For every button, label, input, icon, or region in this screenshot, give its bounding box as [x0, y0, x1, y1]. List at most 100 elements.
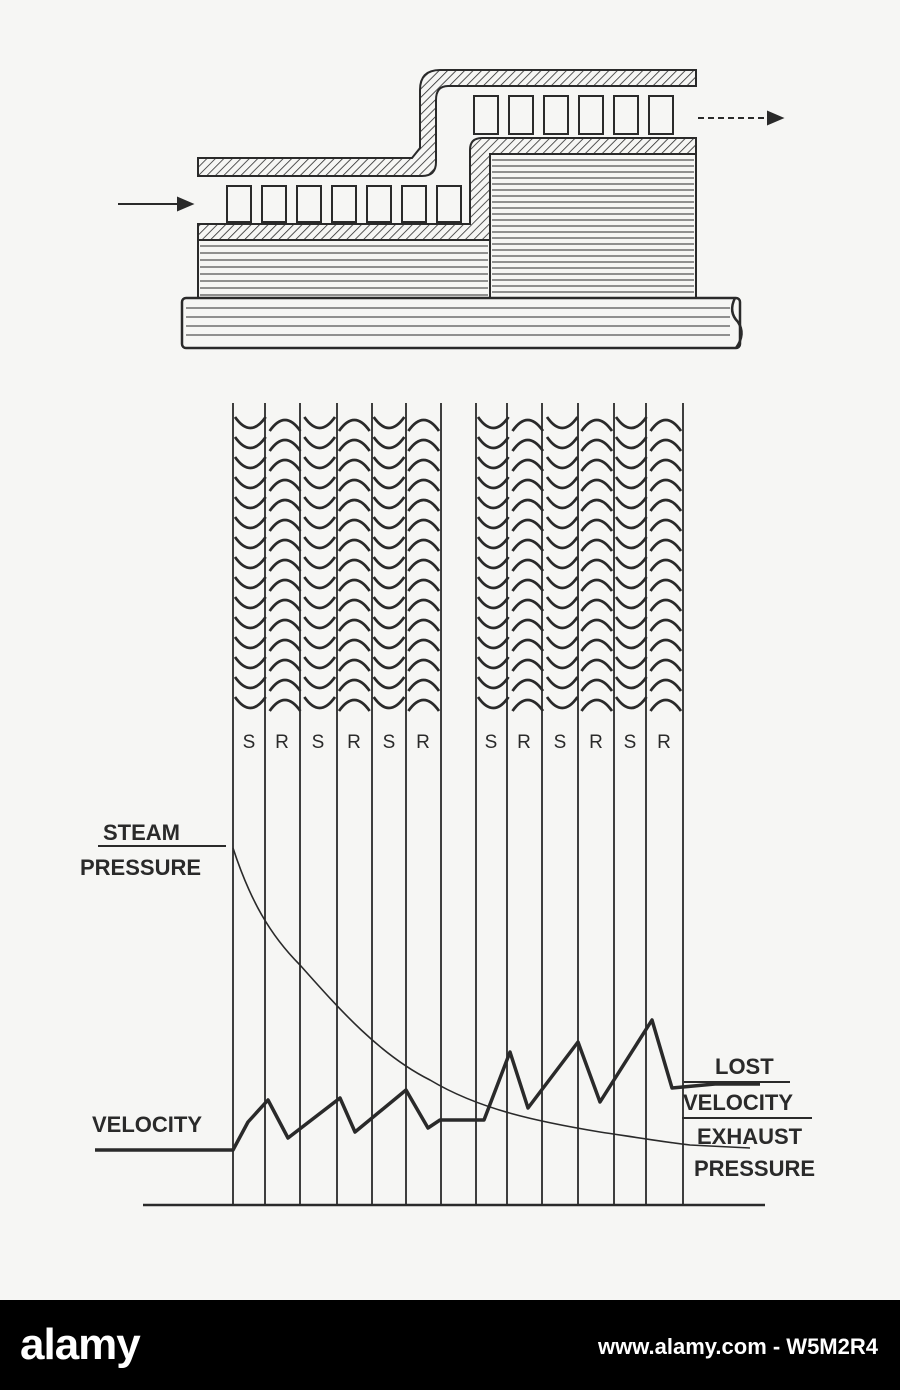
blade-profile-arc	[372, 656, 406, 670]
blade-profile-arc	[303, 556, 337, 570]
stage-label: S	[312, 732, 325, 753]
stage-label: R	[275, 732, 289, 753]
blade-profile-arc	[407, 518, 441, 532]
blade-profile-arc	[407, 558, 441, 572]
blade-profile-arc	[511, 418, 545, 432]
blade-profile-arc	[337, 638, 371, 652]
blade-profile-arc	[303, 456, 337, 470]
blade-profile-arc	[580, 598, 614, 612]
blade-profile-arc	[372, 636, 406, 650]
blade-profile-arc	[407, 538, 441, 552]
blade-profile-arc	[511, 558, 545, 572]
blade-profile-arc	[649, 618, 683, 632]
blade-profile-arc	[580, 438, 614, 452]
blade-profile-arc	[614, 436, 648, 450]
blade-profile-arc	[476, 636, 510, 650]
blade-profile-arc	[407, 658, 441, 672]
stage-label: S	[554, 732, 567, 753]
blade-profile-arc	[476, 456, 510, 470]
blade-profile-arc	[649, 578, 683, 592]
rotor-body-left	[197, 239, 491, 299]
blade-profile-arc	[476, 576, 510, 590]
blade-profile-arc	[372, 476, 406, 490]
blade-profile-arc	[233, 456, 267, 470]
blade-profile-arc	[372, 596, 406, 610]
blade-profile-arc	[372, 416, 406, 430]
casing	[197, 69, 697, 177]
blade-profile-arc	[268, 678, 302, 692]
blade-profile-arc	[268, 498, 302, 512]
blade-profile-arc	[372, 496, 406, 510]
blade-profile-arc	[545, 496, 579, 510]
stage-label: R	[589, 732, 603, 753]
blade-profile-arc	[511, 578, 545, 592]
blade-second-stage	[473, 95, 499, 135]
blade-profile-arc	[614, 676, 648, 690]
exhaust-pressure-label: PRESSURE	[694, 1156, 815, 1181]
footer-logo: alamy	[20, 1320, 141, 1369]
blade-profile-arc	[476, 556, 510, 570]
blade-profile-arc	[268, 658, 302, 672]
velocity-label: VELOCITY	[92, 1112, 202, 1137]
stage-label: R	[517, 732, 531, 753]
blade-first-stage	[401, 185, 427, 223]
blade-profile-arc	[511, 458, 545, 472]
blade-profile-arc	[476, 616, 510, 630]
blade-profile-arc	[476, 596, 510, 610]
blade-profile-arc	[337, 578, 371, 592]
stage-label: R	[657, 732, 671, 753]
blade-profile-arc	[511, 438, 545, 452]
blade-profile-arc	[268, 598, 302, 612]
blade-profile-arc	[372, 576, 406, 590]
blade-second-stage	[648, 95, 674, 135]
blade-profile-arc	[337, 518, 371, 532]
blade-second-stage	[613, 95, 639, 135]
blade-profile-arc	[372, 456, 406, 470]
blade-rows-top	[226, 95, 674, 223]
blade-profile-arc	[511, 498, 545, 512]
blade-profile-arc	[372, 616, 406, 630]
blade-profile-arc	[233, 696, 267, 710]
blade-profile-arc	[233, 616, 267, 630]
blade-profile-arc	[337, 698, 371, 712]
blade-profile-arc	[476, 656, 510, 670]
blade-profile-arc	[545, 636, 579, 650]
blade-profile-arc	[337, 498, 371, 512]
blade-profile-arc	[303, 496, 337, 510]
blade-second-stage	[543, 95, 569, 135]
blade-profile-arc	[407, 698, 441, 712]
blade-profile-arc	[545, 436, 579, 450]
blade-profile-arc	[268, 518, 302, 532]
blade-profile-arc	[649, 478, 683, 492]
stage-label: R	[347, 732, 361, 753]
blade-profile-arc	[233, 596, 267, 610]
blade-profile-arc	[580, 658, 614, 672]
blade-profile-arc	[649, 658, 683, 672]
blade-profile-arc	[614, 516, 648, 530]
steam-label: STEAM	[103, 820, 180, 845]
blade-profile-arc	[545, 476, 579, 490]
blade-first-stage	[331, 185, 357, 223]
blade-profile-arc	[303, 636, 337, 650]
blade-profile-arc	[407, 578, 441, 592]
labels: STEAM PRESSURE VELOCITY LOST VELOCITY EX…	[80, 820, 815, 1181]
steam-pressure-curve	[232, 847, 751, 1149]
blade-profile-arc	[372, 676, 406, 690]
blade-profile-arc	[337, 618, 371, 632]
blade-profile-arc	[233, 416, 267, 430]
blade-profile-arc	[268, 698, 302, 712]
blade-profile-arc	[580, 638, 614, 652]
blade-profile-arc	[303, 476, 337, 490]
blade-profile-arc	[337, 558, 371, 572]
blade-profile-arc	[303, 536, 337, 550]
blade-profile-arc	[233, 656, 267, 670]
blade-profile-arc	[337, 458, 371, 472]
blade-profile-arc	[233, 636, 267, 650]
blade-profile-arc	[614, 576, 648, 590]
blade-profile-arc	[649, 458, 683, 472]
blade-profile-arc	[337, 658, 371, 672]
blade-profile-arc	[545, 416, 579, 430]
blade-profile-arc	[233, 676, 267, 690]
blade-profile-arc	[649, 698, 683, 712]
